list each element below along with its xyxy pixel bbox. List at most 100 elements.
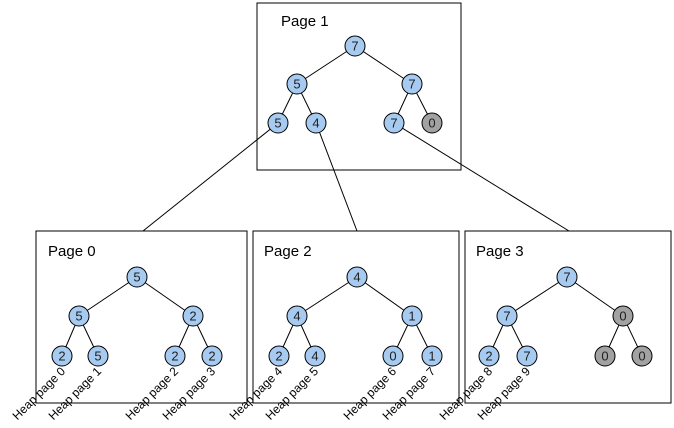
node-value: 0 bbox=[638, 349, 645, 364]
node-value: 5 bbox=[274, 116, 281, 131]
node-value: 2 bbox=[485, 349, 492, 364]
node-circle bbox=[68, 305, 90, 327]
node-value: 0 bbox=[619, 309, 626, 324]
tree-node-page-0-6: 2 bbox=[201, 345, 223, 367]
node-circle bbox=[421, 112, 443, 134]
node-circle bbox=[164, 345, 186, 367]
page-title-page-3: Page 3 bbox=[476, 243, 524, 260]
node-value: 0 bbox=[428, 116, 435, 131]
page-title-page-1: Page 1 bbox=[281, 13, 329, 30]
node-value: 2 bbox=[171, 349, 178, 364]
node-value: 4 bbox=[353, 270, 360, 285]
node-value: 7 bbox=[408, 77, 415, 92]
node-value: 7 bbox=[563, 270, 570, 285]
tree-node-page-2-3: 2 bbox=[268, 345, 290, 367]
node-value: 0 bbox=[601, 349, 608, 364]
node-value: 7 bbox=[503, 309, 510, 324]
tree-edge-page-2-1 bbox=[356, 276, 413, 317]
node-value: 1 bbox=[408, 309, 415, 324]
page-box-page-2 bbox=[252, 230, 460, 404]
tree-node-page-1-2: 7 bbox=[401, 73, 423, 95]
node-circle bbox=[126, 266, 148, 288]
tree-node-page-0-0: 5 bbox=[126, 266, 148, 288]
node-circle bbox=[286, 305, 308, 327]
tree-node-page-3-1: 7 bbox=[496, 305, 518, 327]
node-value: 7 bbox=[390, 116, 397, 131]
node-circle bbox=[556, 266, 578, 288]
node-circle bbox=[201, 345, 223, 367]
node-value: 1 bbox=[428, 349, 435, 364]
node-circle bbox=[268, 345, 290, 367]
tree-node-page-3-4: 7 bbox=[516, 345, 538, 367]
node-value: 5 bbox=[293, 77, 300, 92]
node-value: 2 bbox=[189, 309, 196, 324]
tree-node-page-1-0: 7 bbox=[344, 35, 366, 57]
node-circle bbox=[401, 73, 423, 95]
node-circle bbox=[401, 305, 423, 327]
node-circle bbox=[478, 345, 500, 367]
node-circle bbox=[382, 345, 404, 367]
tree-node-page-2-6: 1 bbox=[421, 345, 443, 367]
tree-node-page-3-3: 2 bbox=[478, 345, 500, 367]
node-circle bbox=[305, 112, 327, 134]
node-circle bbox=[304, 345, 326, 367]
node-value: 2 bbox=[208, 349, 215, 364]
tree-edge-page-1-0 bbox=[296, 45, 356, 85]
tree-node-page-3-5: 0 bbox=[594, 345, 616, 367]
node-circle bbox=[286, 73, 308, 95]
tree-node-page-1-5: 7 bbox=[383, 112, 405, 134]
tree-edge-page-3-1 bbox=[566, 276, 624, 317]
tree-node-page-0-4: 5 bbox=[87, 345, 109, 367]
page-box-page-1 bbox=[256, 2, 462, 171]
tree-node-page-3-6: 0 bbox=[631, 345, 653, 367]
tree-node-page-3-2: 0 bbox=[612, 305, 634, 327]
tree-node-page-3-0: 7 bbox=[556, 266, 578, 288]
page-link-2 bbox=[393, 122, 570, 232]
tree-node-page-1-3: 5 bbox=[267, 112, 289, 134]
tree-edge-page-1-1 bbox=[354, 45, 413, 85]
page-link-1 bbox=[315, 122, 358, 232]
node-value: 7 bbox=[523, 349, 530, 364]
node-value: 5 bbox=[75, 309, 82, 324]
tree-node-page-1-6: 0 bbox=[421, 112, 443, 134]
tree-edge-page-0-0 bbox=[78, 276, 138, 317]
tree-edge-page-0-1 bbox=[136, 276, 194, 317]
tree-node-page-0-2: 2 bbox=[182, 305, 204, 327]
page-box-page-3 bbox=[464, 230, 672, 404]
tree-node-page-0-5: 2 bbox=[164, 345, 186, 367]
node-circle bbox=[594, 345, 616, 367]
page-title-page-2: Page 2 bbox=[264, 243, 312, 260]
node-circle bbox=[267, 112, 289, 134]
tree-node-page-1-1: 5 bbox=[286, 73, 308, 95]
page-title-page-0: Page 0 bbox=[48, 243, 96, 260]
node-value: 7 bbox=[351, 39, 358, 54]
node-value: 5 bbox=[133, 270, 140, 285]
node-value: 2 bbox=[275, 349, 282, 364]
node-circle bbox=[344, 35, 366, 57]
node-value: 0 bbox=[389, 349, 396, 364]
node-circle bbox=[496, 305, 518, 327]
tree-node-page-0-1: 5 bbox=[68, 305, 90, 327]
node-circle bbox=[346, 266, 368, 288]
node-value: 4 bbox=[312, 116, 319, 131]
tree-edge-page-2-0 bbox=[296, 276, 358, 317]
page-link-0 bbox=[142, 122, 279, 232]
tree-node-page-2-5: 0 bbox=[382, 345, 404, 367]
tree-node-page-1-4: 4 bbox=[305, 112, 327, 134]
node-circle bbox=[87, 345, 109, 367]
tree-node-page-0-3: 2 bbox=[51, 345, 73, 367]
node-circle bbox=[612, 305, 634, 327]
node-value: 4 bbox=[293, 309, 300, 324]
node-value: 4 bbox=[311, 349, 318, 364]
node-circle bbox=[631, 345, 653, 367]
node-value: 5 bbox=[94, 349, 101, 364]
tree-node-page-2-1: 4 bbox=[286, 305, 308, 327]
node-circle bbox=[421, 345, 443, 367]
page-box-page-0 bbox=[35, 230, 248, 404]
tree-node-page-2-2: 1 bbox=[401, 305, 423, 327]
tree-edge-page-3-0 bbox=[506, 276, 568, 317]
tree-node-page-2-0: 4 bbox=[346, 266, 368, 288]
node-circle bbox=[383, 112, 405, 134]
